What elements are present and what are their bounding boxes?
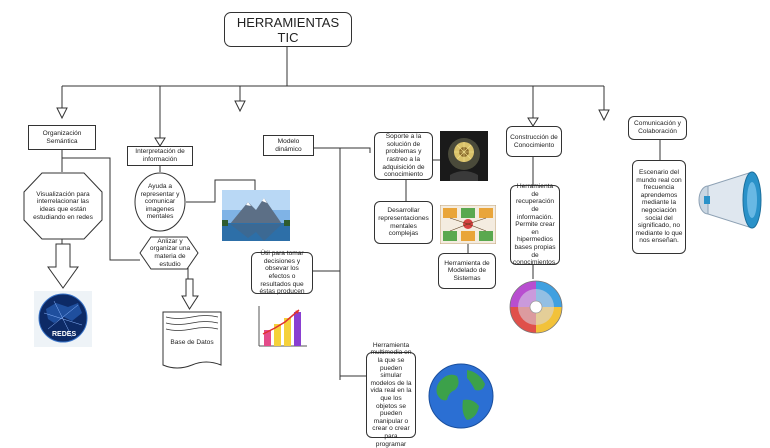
interpretacion-node[interactable]: Interpretación de información: [127, 146, 193, 166]
herramienta-modelado-node[interactable]: Herramienta de Modelado de Sistemas: [438, 253, 496, 289]
ayuda-ellipse: [134, 172, 186, 232]
herramienta-multimedia-node[interactable]: Herramienta multimedia en la que se pued…: [366, 342, 416, 448]
construccion-node[interactable]: Construcción de Conocimiento: [506, 126, 562, 157]
down-block-arrow-icon: [47, 243, 79, 289]
megaphone-icon: [698, 171, 762, 229]
mountain-lake-image: [222, 190, 290, 241]
desarrollar-node[interactable]: Desarrollar representaciones mentales co…: [374, 201, 433, 244]
visualizacion-node[interactable]: Visualización para interrelacionar las i…: [33, 190, 93, 221]
bar-chart-icon: [255, 302, 309, 350]
herramienta-recuperacion-node[interactable]: Herramienta de recuperación de informaci…: [510, 183, 560, 266]
comunicacion-node[interactable]: Comunicación y Colaboración: [628, 116, 687, 140]
util-tomar-node[interactable]: Útil para tomar decisiones y obsevar los…: [251, 250, 313, 295]
escenario-node[interactable]: Escenario del mundo real con frecuencia …: [632, 160, 686, 254]
base-datos-document: [162, 311, 222, 369]
ayuda-node[interactable]: Ayuda a representar y comunicar imagenes…: [140, 183, 180, 221]
earth-globe-icon: [428, 363, 494, 429]
base-datos-label: Base de Datos: [170, 339, 214, 347]
visualizacion-octagon: [23, 172, 103, 240]
modeling-diagram-image: [440, 205, 496, 244]
title-node[interactable]: HERRAMIENTAS TIC: [224, 12, 352, 47]
modelo-dinamico-node[interactable]: Modelo dinámico: [263, 135, 314, 156]
soporte-node[interactable]: Soporte a la solución de problemas y ras…: [374, 132, 433, 180]
redes-label: REDES: [52, 331, 76, 338]
analizar-node[interactable]: Anlizar y organizar una materia de estud…: [149, 237, 191, 268]
redes-globe-icon: REDES: [34, 291, 92, 347]
brain-head-image: [440, 131, 488, 181]
analizar-hexagon: [139, 236, 199, 270]
org-semantica-node[interactable]: Organización Semántica: [28, 125, 96, 150]
cd-disc-icon: [509, 280, 563, 334]
down-arrow-small-icon: [181, 278, 199, 310]
